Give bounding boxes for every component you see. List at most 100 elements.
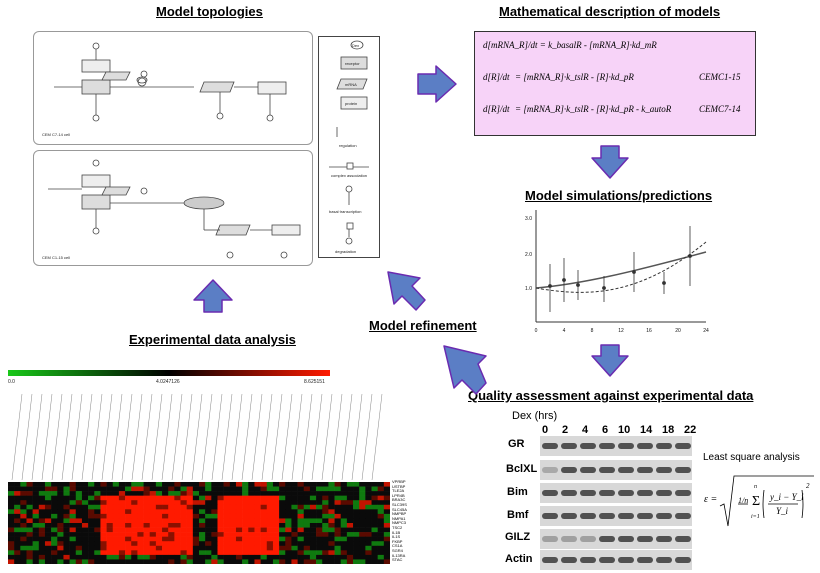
heatmap-cell [279,486,286,492]
heatmap-gene-label: SGR4 [392,547,403,553]
heatmap-cell [162,491,169,496]
heatmap-cell [106,527,114,533]
heatmap-cell [340,554,348,560]
heatmap-cell [217,527,224,533]
heatmap-cell [235,541,243,547]
heatmap-cell [162,509,169,515]
heatmap-cell [63,486,70,492]
heatmap-cell [8,491,15,496]
heatmap-cell [211,541,218,547]
heatmap-cell [26,482,33,487]
heatmap-cell [106,504,114,510]
heatmap-cell [291,518,298,524]
heatmap-cell [316,536,323,542]
heatmap-cell [365,504,372,510]
heatmap-cell [106,523,114,528]
heatmap-cell [260,491,268,496]
heatmap-cell [100,509,107,515]
heatmap-cell [143,513,151,519]
heatmap-cell [297,486,305,492]
heatmap-cell [359,491,366,496]
heatmap-cell [168,550,175,556]
heatmap-cell [174,509,181,515]
arrow-math-to-simulation [591,145,629,179]
heatmap-cell [57,527,64,533]
blot-lane-bmf [540,506,692,526]
heatmap-cell [44,536,52,542]
heatmap-cell [125,513,132,519]
heatmap-cell [26,509,33,515]
heatmap-cell [20,495,27,501]
heatmap-cell [14,509,21,515]
heatmap-cell [14,500,21,506]
heatmap-gene-label: LPR4B [392,492,405,498]
heatmap-cell [371,541,378,547]
heatmap-cell [297,491,305,496]
heatmap-cell [229,545,237,551]
heatmap-cell [297,541,305,547]
heatmap-cell [174,550,181,556]
heatmap-cell [322,545,329,551]
heatmap-cell [180,513,187,519]
blot-band [656,443,672,449]
heatmap-cell [334,559,342,564]
heatmap-cell [322,536,329,542]
heatmap-cell [316,486,323,492]
heatmap-cell [285,545,292,551]
heatmap-cell [57,518,64,524]
heatmap-cell [254,500,261,506]
heatmap-cell [285,554,292,560]
heatmap-cell [118,541,126,547]
heatmap-cell [186,550,194,556]
heatmap-cell [20,486,27,492]
heatmap-cell [229,532,237,537]
heatmap-cell [63,532,70,537]
heatmap-cell [51,482,58,487]
heatmap-cell [266,513,274,519]
heatmap-cell [260,486,268,492]
heatmap-cell [254,527,261,533]
heatmap-cell [14,554,21,560]
topology-panel-top: CEM C7-14 cell [33,31,313,145]
heatmap-cell [168,527,175,533]
heatmap-cell [291,509,298,515]
heatmap-cell [199,527,206,533]
heatmap-cell [174,527,181,533]
heatmap-cell [309,523,317,528]
arrow-topology-to-math [417,65,457,103]
time-labels: 0 2 4 6 10 14 18 22 [540,424,700,438]
heatmap-cell [309,495,317,501]
heatmap-cell [51,527,58,533]
heatmap-cell [254,532,261,537]
topology-legend: Dex receptor mRNA protein regulation com… [318,36,380,258]
heatmap-cell [26,518,33,524]
heatmap-cell [211,513,218,519]
heatmap-cell [125,536,132,542]
heatmap-cell [162,513,169,519]
heatmap-cell [229,482,237,487]
heatmap-cell [353,495,360,501]
heatmap-cell [266,504,274,510]
heatmap-cell [63,559,70,564]
heatmap-cell [272,532,280,537]
heatmap-cell [359,513,366,519]
heatmap-cell [125,545,132,551]
heatmap-cell [112,495,120,501]
legend-receptor: receptor [345,61,360,66]
heatmap-cell [217,486,224,492]
heatmap-cell [149,559,157,564]
heatmap-cell [340,523,348,528]
heatmap-cell [174,523,181,528]
heatmap-cell [322,523,329,528]
heatmap-cell [186,559,194,564]
heatmap-cell [316,541,323,547]
heatmap-cell [266,491,274,496]
blot-lane-bclxl [540,460,692,480]
heatmap-cell [242,482,249,487]
heatmap-cell [291,545,298,551]
heatmap-cell [149,527,157,533]
heatmap-cell [279,541,286,547]
simulation-chart: 1.0 2.0 3.0 0 4 8 12 16 20 24 [525,210,709,334]
heatmap-cell [20,523,27,528]
heatmap-cell [81,491,89,496]
